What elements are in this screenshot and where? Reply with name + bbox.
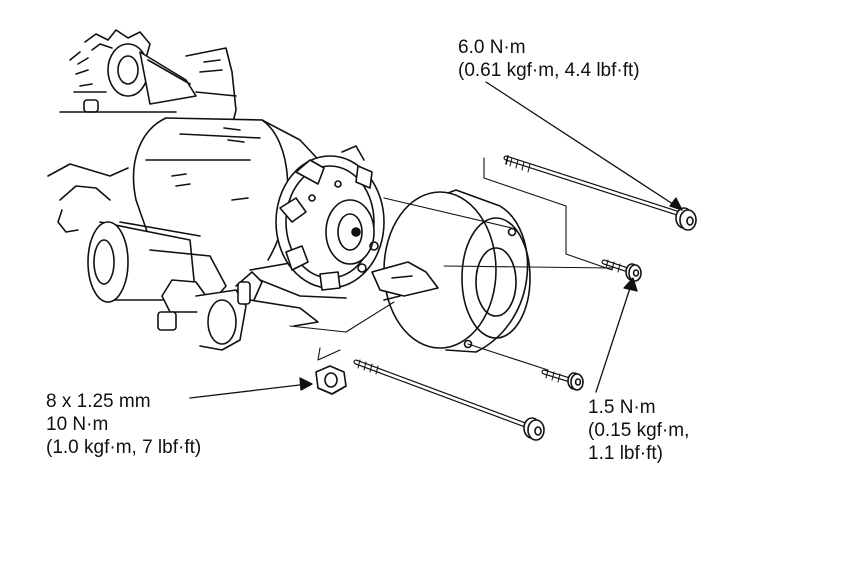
long-bolt-torque-alt: (0.61 kgf·m, 4.4 lbf·ft) — [458, 60, 640, 81]
long-bolt-torque-callout: 6.0 N·m (0.61 kgf·m, 4.4 lbf·ft) — [458, 36, 640, 82]
leader-lines — [190, 82, 682, 398]
long-bolt-torque: 6.0 N·m — [458, 37, 526, 58]
nut-size: 8 x 1.25 mm — [46, 391, 151, 412]
long-bolt-top — [506, 156, 696, 230]
short-screw-upper — [604, 260, 641, 281]
end-cover — [372, 190, 530, 352]
short-bolt-torque-alt-1: (0.15 kgf·m, — [588, 420, 690, 441]
flywheel-gear — [60, 30, 236, 126]
short-screw-lower — [544, 370, 583, 390]
nut-torque: 10 N·m — [46, 414, 109, 435]
nut — [316, 366, 346, 394]
short-bolt-torque-callout: 1.5 N·m (0.15 kgf·m, 1.1 lbf·ft) — [588, 396, 689, 465]
short-bolt-torque: 1.5 N·m — [588, 397, 656, 418]
solenoid — [88, 222, 318, 350]
nut-torque-alt: (1.0 kgf·m, 7 lbf·ft) — [46, 437, 202, 458]
long-bolt-bottom — [356, 360, 544, 440]
brush-holder — [260, 146, 384, 298]
axis-lines — [290, 158, 612, 370]
nut-torque-callout: 8 x 1.25 mm 10 N·m (1.0 kgf·m, 7 lbf·ft) — [46, 390, 201, 459]
short-bolt-torque-alt-2: 1.1 lbf·ft) — [588, 443, 663, 464]
